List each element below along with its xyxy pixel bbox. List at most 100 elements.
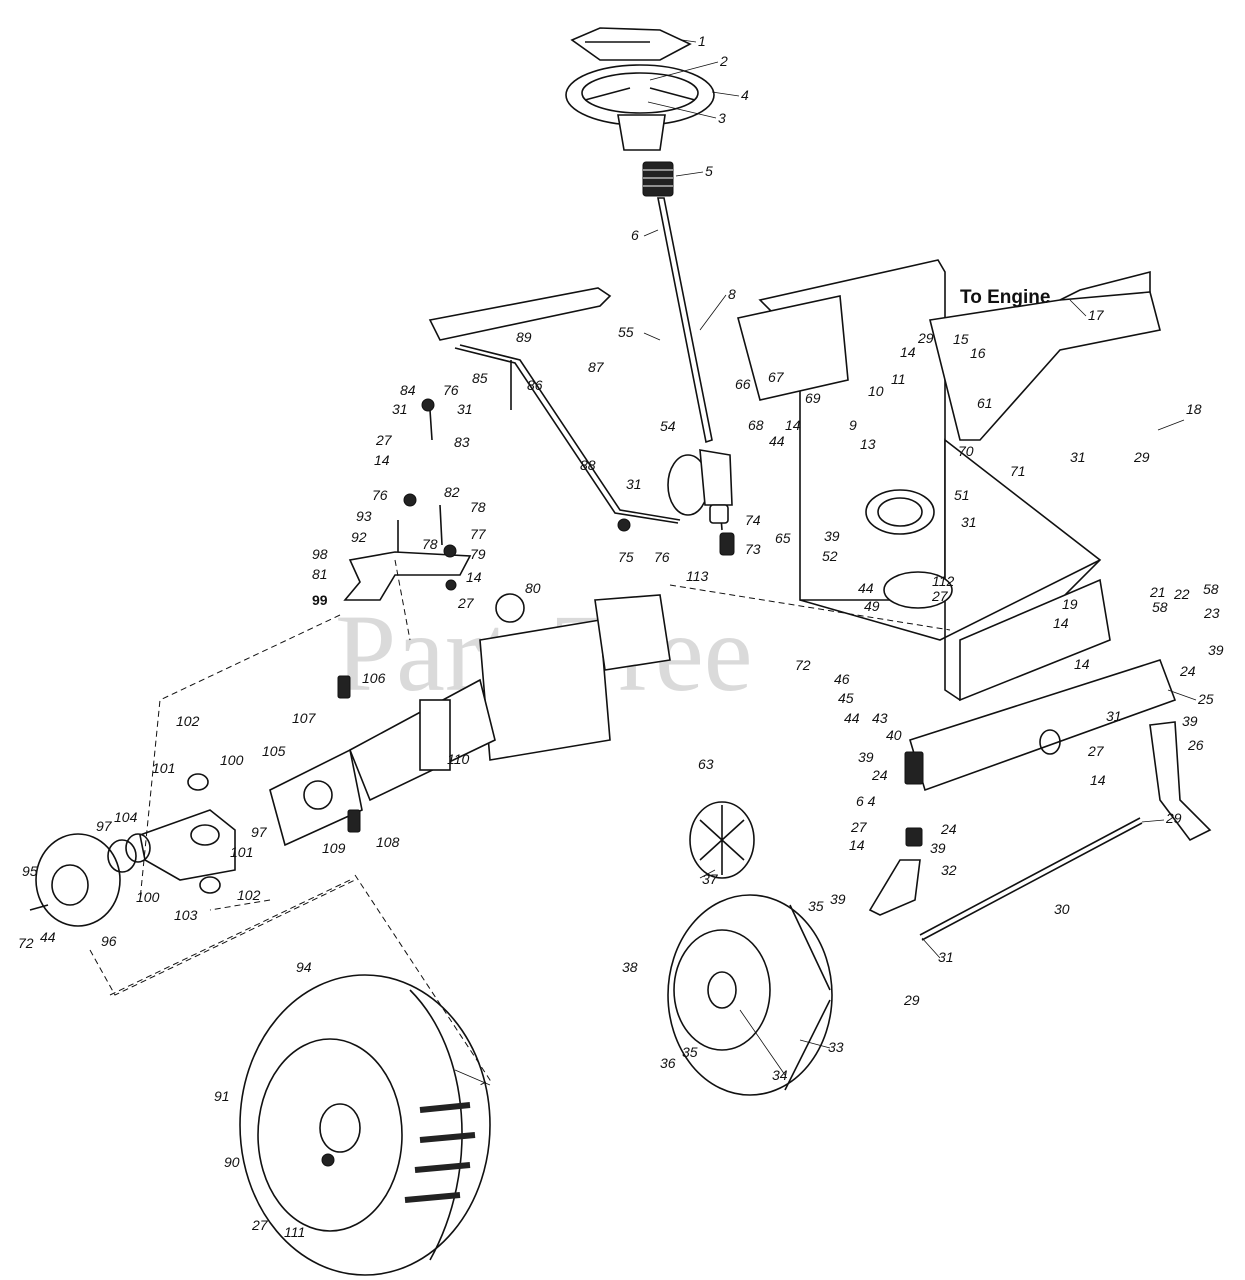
label-26: 26 xyxy=(1187,737,1204,753)
label-61: 61 xyxy=(977,395,993,411)
label-113: 113 xyxy=(686,568,709,584)
label-39e: 39 xyxy=(930,840,946,856)
label-39c: 39 xyxy=(1182,713,1198,729)
steering-wheel-cap xyxy=(570,27,692,61)
steering-wheel xyxy=(565,64,715,126)
label-99: 99 xyxy=(312,592,328,608)
rear-wheel-94 xyxy=(239,974,491,1276)
label-51: 51 xyxy=(954,487,970,503)
label-46: 46 xyxy=(834,671,850,687)
label-78b: 78 xyxy=(422,536,438,552)
drag-link-88 xyxy=(454,344,681,524)
label-30: 30 xyxy=(1054,901,1070,917)
label-104: 104 xyxy=(114,809,138,825)
steering-column-hub xyxy=(617,114,666,151)
label-27f: 27 xyxy=(251,1217,269,1233)
label-89: 89 xyxy=(516,329,532,345)
label-58b: 58 xyxy=(1203,581,1219,597)
label-101a: 101 xyxy=(152,760,175,776)
label-8: 8 xyxy=(728,286,736,302)
to-engine-heading: To Engine xyxy=(960,287,1050,308)
label-39a: 39 xyxy=(824,528,840,544)
label-44a: 44 xyxy=(769,433,785,449)
label-112: 112 xyxy=(932,573,955,589)
frame xyxy=(737,259,1111,702)
label-110: 110 xyxy=(447,751,470,767)
label-102b: 102 xyxy=(237,887,261,903)
label-31d: 31 xyxy=(961,514,977,530)
label-58a: 58 xyxy=(1152,599,1168,615)
label-64: 6 4 xyxy=(856,793,876,809)
label-13: 13 xyxy=(860,436,876,452)
label-31f: 31 xyxy=(1106,708,1122,724)
label-83: 83 xyxy=(454,434,470,450)
label-29c: 29 xyxy=(1165,810,1182,826)
label-31e: 31 xyxy=(1070,449,1086,465)
label-79: 79 xyxy=(470,546,486,562)
label-52: 52 xyxy=(822,548,838,564)
label-68: 68 xyxy=(748,417,764,433)
label-19: 19 xyxy=(1062,596,1078,612)
label-85: 85 xyxy=(472,370,488,386)
label-71: 71 xyxy=(1010,463,1026,479)
label-91: 91 xyxy=(214,1088,230,1104)
label-78a: 78 xyxy=(470,499,486,515)
label-76a: 76 xyxy=(443,382,459,398)
label-5: 5 xyxy=(705,163,713,179)
label-100a: 100 xyxy=(220,752,244,768)
sector-gear-51 xyxy=(865,489,935,535)
label-29b: 29 xyxy=(1133,449,1150,465)
label-16: 16 xyxy=(970,345,986,361)
label-69: 69 xyxy=(805,390,821,406)
label-92: 92 xyxy=(351,529,367,545)
label-67: 67 xyxy=(768,369,785,385)
hubcap-37 xyxy=(689,801,755,879)
label-98: 98 xyxy=(312,546,328,562)
label-31c: 31 xyxy=(626,476,642,492)
hub-96 xyxy=(29,833,151,927)
label-66: 66 xyxy=(735,376,751,392)
label-32: 32 xyxy=(941,862,957,878)
steering-shaft xyxy=(657,197,713,444)
label-2: 2 xyxy=(719,53,728,69)
label-4: 4 xyxy=(741,87,749,103)
label-14d: 14 xyxy=(900,344,916,360)
label-54: 54 xyxy=(660,418,676,434)
label-45: 45 xyxy=(838,690,854,706)
label-43: 43 xyxy=(872,710,888,726)
transaxle xyxy=(269,593,671,847)
label-72b: 72 xyxy=(18,935,34,951)
label-34: 34 xyxy=(772,1067,788,1083)
label-76c: 76 xyxy=(654,549,670,565)
label-103: 103 xyxy=(174,907,198,923)
label-31a: 31 xyxy=(392,401,408,417)
spindle-32 xyxy=(868,751,924,916)
label-90: 90 xyxy=(224,1154,240,1170)
label-107: 107 xyxy=(292,710,317,726)
label-44d: 44 xyxy=(40,929,56,945)
label-25: 25 xyxy=(1197,691,1214,707)
label-35a: 35 xyxy=(808,898,824,914)
label-14f: 14 xyxy=(1074,656,1090,672)
label-15: 15 xyxy=(953,331,969,347)
label-24b: 24 xyxy=(871,767,888,783)
spindle-26 xyxy=(1149,721,1212,842)
steering-gear-plate xyxy=(667,449,735,556)
label-49: 49 xyxy=(864,598,880,614)
label-97a: 97 xyxy=(96,818,113,834)
label-84: 84 xyxy=(400,382,416,398)
label-102a: 102 xyxy=(176,713,200,729)
label-93: 93 xyxy=(356,508,372,524)
label-75: 75 xyxy=(618,549,634,565)
label-1: 1 xyxy=(698,33,706,49)
label-18: 18 xyxy=(1186,401,1202,417)
label-94: 94 xyxy=(296,959,312,975)
label-111: 111 xyxy=(284,1224,305,1240)
label-27c: 27 xyxy=(931,588,949,604)
label-14a: 14 xyxy=(374,452,390,468)
label-27d: 27 xyxy=(1087,743,1105,759)
label-36: 36 xyxy=(660,1055,676,1071)
label-109: 109 xyxy=(322,840,346,856)
label-77: 77 xyxy=(470,526,487,542)
label-10: 10 xyxy=(868,383,884,399)
